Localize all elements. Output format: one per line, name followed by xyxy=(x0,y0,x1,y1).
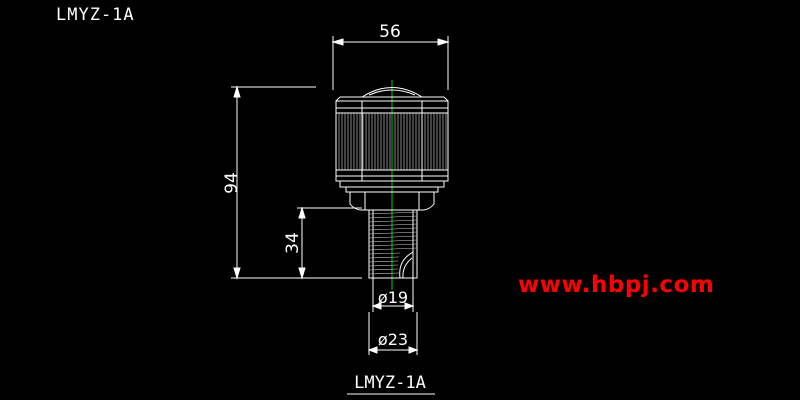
dimension-height-stem-label: 34 xyxy=(283,232,303,254)
dimension-dia-19 xyxy=(371,278,415,312)
drawing-title-corner: LMYZ-1A xyxy=(56,5,135,25)
drawing-title-bottom: LMYZ-1A xyxy=(354,373,426,393)
dimension-width-label: 56 xyxy=(379,22,401,42)
dimension-dia-outer-label: ø23 xyxy=(378,330,408,349)
filter-body-ribs xyxy=(361,101,423,181)
dimension-height-total-label: 94 xyxy=(222,172,242,194)
website-watermark: www.hbpj.com xyxy=(518,272,715,298)
dimension-dia-23 xyxy=(367,312,419,355)
dimension-dia-inner-label: ø19 xyxy=(378,288,408,307)
dimension-width-56 xyxy=(331,36,450,90)
base-flange xyxy=(339,180,445,211)
dimension-height-94 xyxy=(231,85,316,280)
dimension-height-34 xyxy=(297,206,362,280)
stem-threads xyxy=(368,211,418,275)
